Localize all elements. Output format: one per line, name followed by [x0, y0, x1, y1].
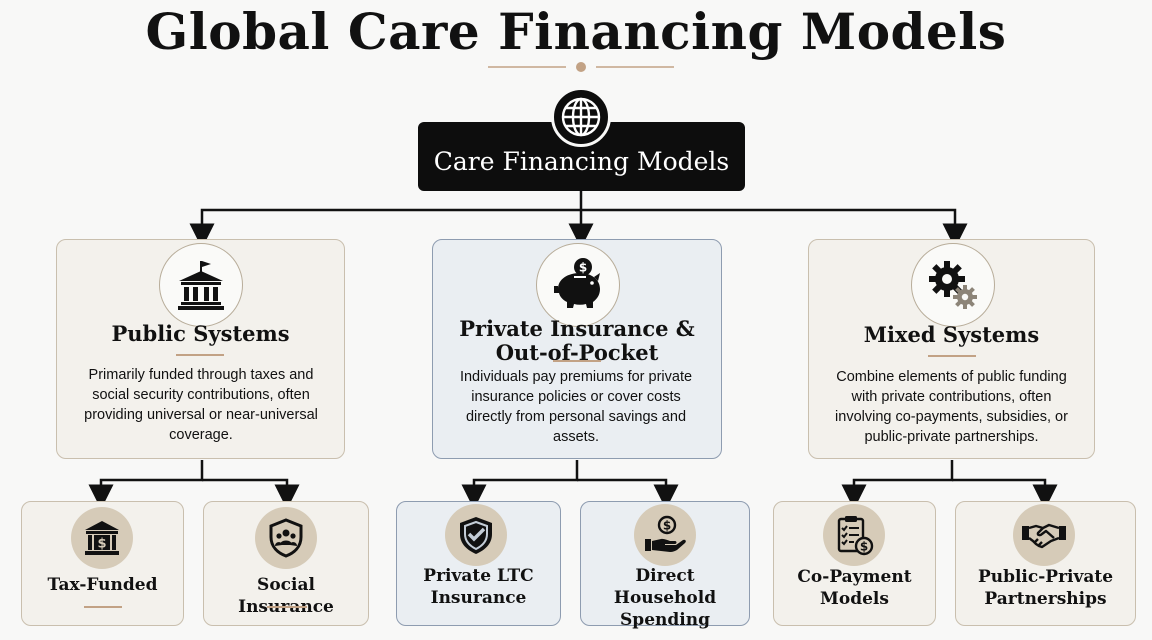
clipboard-dollar-icon: $ [823, 504, 885, 566]
shield-check-icon [445, 504, 507, 566]
leaf-title: Private LTC Insurance [423, 566, 534, 608]
svg-text:$: $ [663, 519, 671, 533]
svg-text:$: $ [860, 540, 868, 554]
category-description: Primarily funded through taxes and socia… [84, 367, 318, 443]
root-label: Care Financing Models [433, 147, 730, 176]
leaf-title: Co-Payment Models [797, 567, 912, 609]
leaf-title: Direct Household Spending [613, 566, 717, 630]
category-title: Private Insurance & Out-of-Pocket [459, 316, 695, 365]
title-ornament [488, 62, 674, 72]
piggy-bank-icon: $ [536, 243, 620, 327]
category-title: Public Systems [111, 321, 290, 346]
leaf-title: Tax-Funded [47, 575, 158, 595]
hand-coin-icon: $ [634, 504, 696, 566]
bank-dollar-icon: $ [71, 507, 133, 569]
gears-icon [911, 243, 995, 327]
svg-text:$: $ [97, 537, 106, 552]
category-title: Mixed Systems [863, 322, 1040, 347]
svg-text:$: $ [579, 261, 587, 275]
government-building-icon [159, 243, 243, 327]
leaf-title: Social Insurance [238, 575, 334, 617]
leaf-underline [84, 606, 122, 608]
root-node: Care Financing Models [418, 122, 745, 191]
title-underline [553, 360, 601, 362]
leaf-underline [267, 606, 307, 608]
globe-icon [551, 87, 611, 147]
leaf-title: Public-Private Partnerships [977, 567, 1114, 609]
category-description: Combine elements of public funding with … [835, 369, 1068, 445]
title-underline [928, 355, 976, 357]
handshake-icon [1013, 504, 1075, 566]
page-title: Global Care Financing Models [145, 2, 1007, 61]
shield-people-icon [255, 507, 317, 569]
title-underline [176, 354, 224, 356]
category-description: Individuals pay premiums for private ins… [459, 369, 693, 445]
